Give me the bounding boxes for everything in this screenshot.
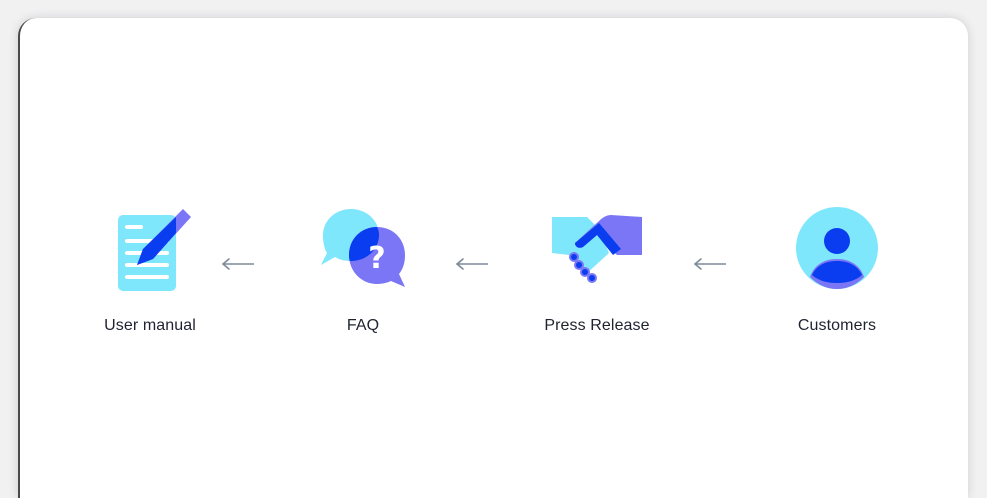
diagram-card: User manual ? FAQ — [18, 18, 968, 498]
handshake-icon — [552, 215, 642, 283]
node-press-release: Press Release — [517, 203, 677, 335]
arrow-left-icon — [693, 258, 726, 270]
node-label: User manual — [104, 317, 196, 334]
user-avatar-icon — [796, 207, 878, 289]
speech-bubbles-question-icon: ? — [321, 209, 405, 287]
node-user-manual: User manual — [70, 203, 230, 335]
node-customers: Customers — [757, 203, 917, 335]
svg-text:?: ? — [368, 241, 385, 276]
node-label: Press Release — [544, 317, 650, 334]
arrow-left-icon — [221, 258, 254, 270]
node-label: FAQ — [346, 317, 380, 334]
node-faq: ? FAQ — [283, 203, 443, 335]
arrow-left-icon — [455, 258, 488, 270]
node-label: Customers — [797, 317, 877, 334]
document-pen-icon — [118, 209, 191, 291]
